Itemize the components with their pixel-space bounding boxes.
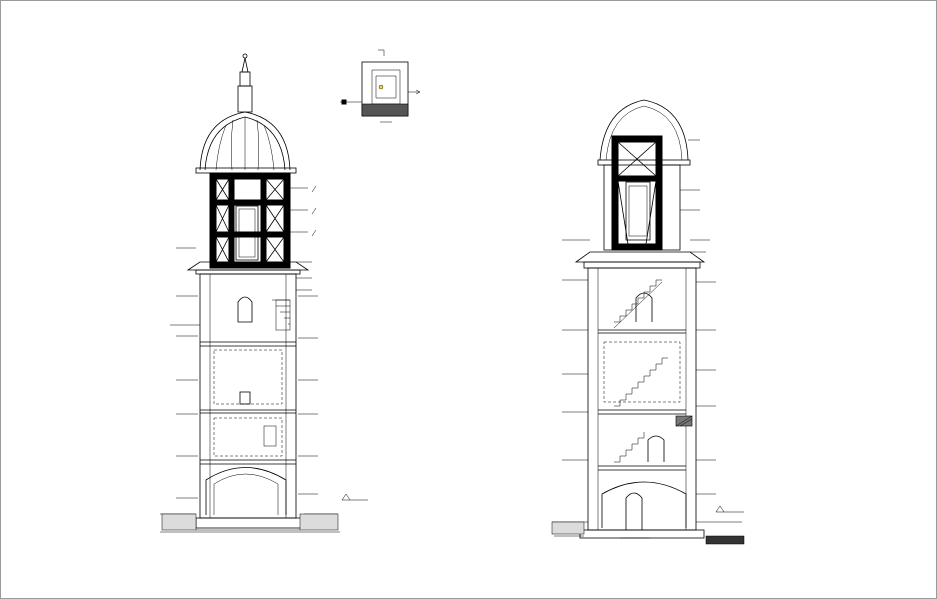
ground-arch [205,467,287,515]
lantern-base [239,71,251,87]
lantern [237,85,253,113]
left-tower-elevation [160,53,340,533]
left-annotations [341,493,368,501]
dome-outline [199,111,291,171]
arched-window [237,296,253,323]
key-plan-marker [378,84,384,90]
spire-ball [242,53,248,59]
key-plan [340,49,421,123]
spire [241,57,249,73]
stair-flight [614,279,662,323]
belfry-timber-frame [209,172,291,269]
right-annotations [715,505,744,513]
ground-door [625,492,643,530]
right-tower-section [551,99,745,545]
section-timber-frame [611,135,663,251]
tower-shaft [199,273,297,519]
